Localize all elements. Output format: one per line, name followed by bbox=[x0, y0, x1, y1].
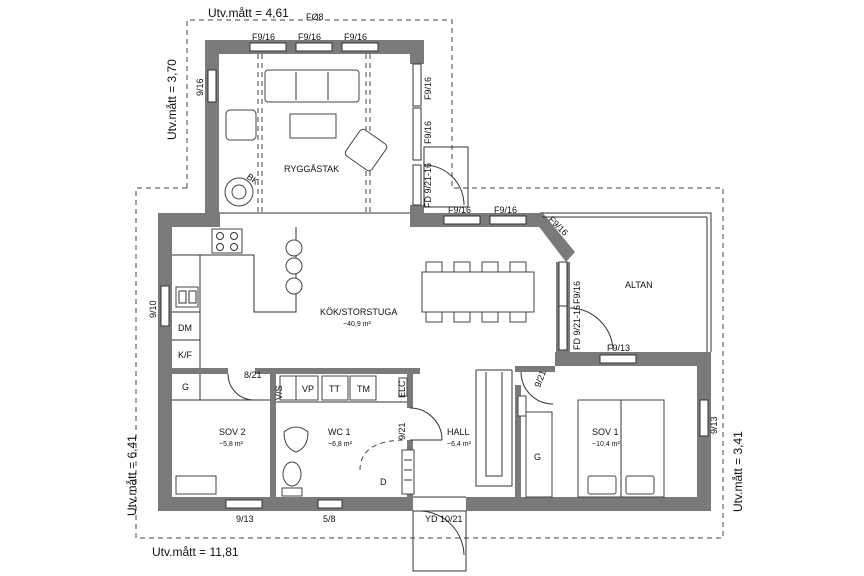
measurement-outline bbox=[135, 19, 724, 539]
area-wc1: ~6,8 m² bbox=[328, 441, 353, 448]
room-ryggastak: RYGGÅSTAK bbox=[284, 164, 339, 174]
area-sov1: ~10,4 m² bbox=[592, 441, 620, 448]
sov2-furniture bbox=[172, 373, 270, 495]
window-sov1-right: 9/13 bbox=[709, 416, 719, 434]
fixture-g-sov2: G bbox=[182, 382, 189, 392]
altan-outline bbox=[542, 212, 712, 352]
ryggastak-structure bbox=[219, 54, 469, 214]
wc1-fixtures bbox=[276, 375, 408, 497]
room-hall: HALL bbox=[447, 427, 470, 437]
window-top-2: F9/16 bbox=[298, 32, 321, 42]
window-mid-2: F9/16 bbox=[494, 205, 517, 215]
window-ryg-right-2: F9/16 bbox=[423, 121, 433, 144]
door-yd: YD 10/21 bbox=[425, 514, 463, 524]
area-sov2: ~5,8 m² bbox=[219, 441, 244, 448]
dining-table bbox=[421, 261, 535, 323]
fixture-g-sov1: G bbox=[534, 452, 541, 462]
window-openings bbox=[160, 42, 709, 509]
fixture-d: D bbox=[380, 477, 387, 487]
window-ryg-left: 9/16 bbox=[195, 78, 205, 96]
window-mid-1: F9/16 bbox=[448, 205, 471, 215]
window-wc-bottom: 5/8 bbox=[323, 514, 336, 524]
fixture-tm: TM bbox=[357, 384, 370, 394]
hall-fixtures bbox=[401, 369, 513, 572]
fixture-elc: ELC bbox=[397, 380, 407, 398]
window-kitchen-left: 9/10 bbox=[148, 300, 158, 318]
room-altan: ALTAN bbox=[625, 280, 653, 290]
window-sov2-bottom: 9/13 bbox=[236, 514, 254, 524]
kitchen-fixtures bbox=[172, 227, 303, 368]
fixture-dm: DM bbox=[178, 323, 192, 333]
door-fd-altan: FD 9/21-16 bbox=[572, 305, 582, 350]
door-fd-ryg: FD 9/21-16 bbox=[423, 163, 433, 208]
dim-left-lower: Utv.mått = 6,41 bbox=[125, 435, 139, 516]
room-sov1: SOV 1 bbox=[592, 427, 619, 437]
door-hall-wc: 9/21 bbox=[397, 422, 407, 440]
dim-right: Utv.mått = 3,41 bbox=[731, 431, 745, 512]
window-altan-bottom: F9/13 bbox=[607, 343, 630, 353]
area-hall: ~6,4 m² bbox=[447, 441, 472, 448]
window-top-1: F9/16 bbox=[252, 32, 275, 42]
window-top-3: F9/16 bbox=[344, 32, 367, 42]
dim-bottom: Utv.mått = 11,81 bbox=[152, 545, 239, 559]
sov1-furniture bbox=[517, 371, 665, 498]
room-sov2: SOV 2 bbox=[219, 427, 246, 437]
window-ryg-right-1: F9/16 bbox=[423, 77, 433, 100]
fixture-vp: VP bbox=[302, 384, 314, 394]
window-altan-v: F9/16 bbox=[572, 281, 582, 304]
fixture-vs: V/S bbox=[274, 385, 284, 400]
top-label: FØ8 bbox=[306, 12, 324, 22]
fixture-kf: K/F bbox=[178, 350, 193, 360]
area-kok: ~40,9 m² bbox=[343, 321, 371, 328]
room-wc1: WC 1 bbox=[328, 427, 351, 437]
dim-top: Utv.mått = 4,61 bbox=[208, 6, 289, 20]
fixture-tt: TT bbox=[329, 384, 340, 394]
dim-left-upper: Utv.mått = 3,70 bbox=[165, 59, 179, 140]
room-kok: KÖK/STORSTUGA bbox=[320, 307, 397, 317]
door-sov2: 8/21 bbox=[244, 370, 262, 380]
